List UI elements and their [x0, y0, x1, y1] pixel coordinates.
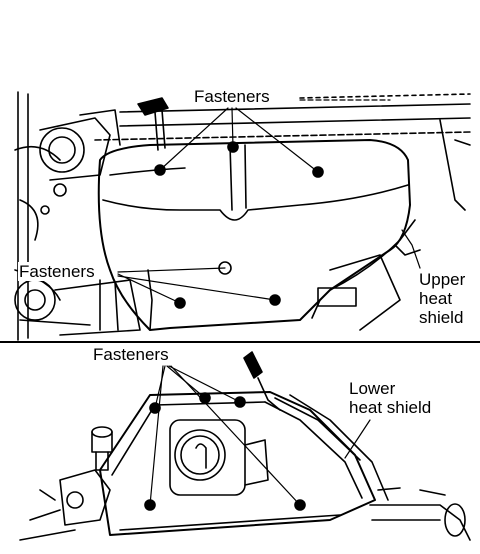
lower-panel — [19, 351, 471, 541]
lower-left-components — [19, 426, 113, 541]
upper-fasteners — [154, 141, 324, 309]
thermostat-housing — [39, 109, 121, 215]
upper-heat-shield-label: Upper heat shield — [418, 270, 480, 327]
oxygen-sensor — [243, 351, 281, 411]
upper-heat-shield — [97, 139, 421, 331]
dipstick-handle — [137, 97, 169, 151]
upper-heat-shield-label-line2: heat — [419, 289, 453, 308]
lower-heat-shield-label-line2: heat shield — [349, 398, 432, 417]
lower-heat-shield-label: Lower heat shield — [348, 379, 460, 417]
fasteners-label-lower: Fasteners — [92, 345, 170, 364]
lower-heat-shield-label-line1: Lower — [349, 379, 396, 398]
exhaust-manifold — [169, 419, 471, 541]
upper-heat-shield-label-line3: shield — [419, 308, 464, 327]
upper-panel — [0, 91, 480, 343]
fasteners-label-left: Fasteners — [18, 262, 96, 281]
upper-heat-shield-label-line1: Upper — [419, 270, 466, 289]
engine-lower-parts — [14, 254, 401, 336]
fasteners-label-top: Fasteners — [193, 87, 271, 106]
lower-leader-lines — [149, 365, 371, 506]
lower-heat-shield — [99, 391, 389, 536]
upper-leader-lines — [117, 99, 421, 304]
